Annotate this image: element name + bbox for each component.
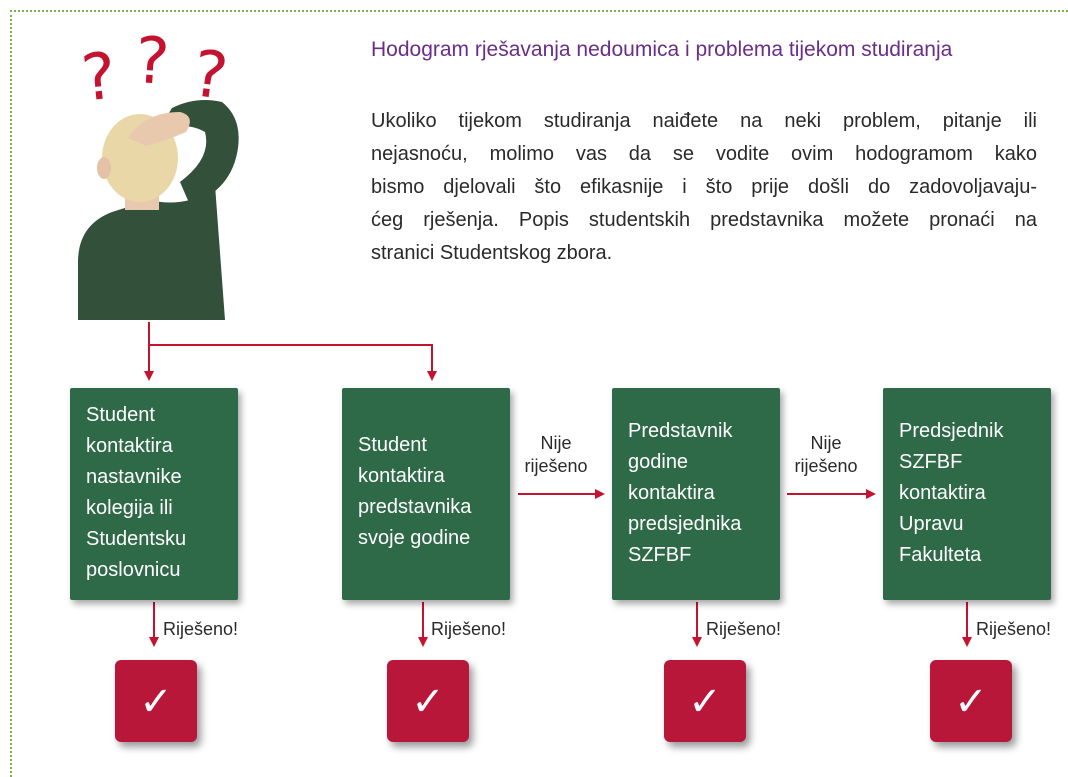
step-box-representative-contacts-president: Predstavnik godine kontaktira predsjedni… (612, 388, 780, 600)
step-box-contact-representative: Student kontaktira predstavnika svoje go… (342, 388, 510, 600)
resolved-label: Riješeno! (976, 619, 1052, 639)
intro-paragraph: Ukoliko tijekom studiranja naiđete na ne… (371, 105, 1037, 270)
frame-left-border (10, 10, 12, 777)
step-box-contact-teachers: Student kontaktira nastavnike kolegija i… (70, 388, 238, 600)
intro-line: stranici Studentskog zbora. (371, 242, 613, 264)
intro-line: ćeg rješenja. Popis studentskih predstav… (371, 209, 1037, 231)
check-icon: ✓ (930, 660, 1012, 742)
resolved-label: Riješeno! (431, 619, 507, 639)
frame-top-border (10, 10, 1068, 12)
intro-line: nejasnoću, molimo vas da se vodite ovim … (371, 143, 1037, 165)
confused-person-icon (78, 100, 239, 320)
question-mark-icon: ? (78, 39, 120, 117)
edge-label-not-resolved: Nije riješeno (524, 433, 588, 476)
edge-label-not-resolved: Nije riješeno (794, 433, 858, 476)
step-box-president-contacts-administration: Predsjednik SZFBF kontaktira Upravu Faku… (883, 388, 1051, 600)
page-title: Hodogram rješavanja nedoumica i problema… (371, 38, 953, 61)
check-icon: ✓ (115, 660, 197, 742)
resolved-label: Riješeno! (163, 619, 239, 639)
question-mark-icon: ? (132, 23, 172, 101)
check-icon: ✓ (664, 660, 746, 742)
intro-line: Ukoliko tijekom studiranja naiđete na ne… (371, 110, 1037, 132)
resolved-label: Riješeno! (706, 619, 782, 639)
intro-line: bismo djelovali što efikasnije i što pri… (371, 176, 1037, 198)
check-icon: ✓ (387, 660, 469, 742)
